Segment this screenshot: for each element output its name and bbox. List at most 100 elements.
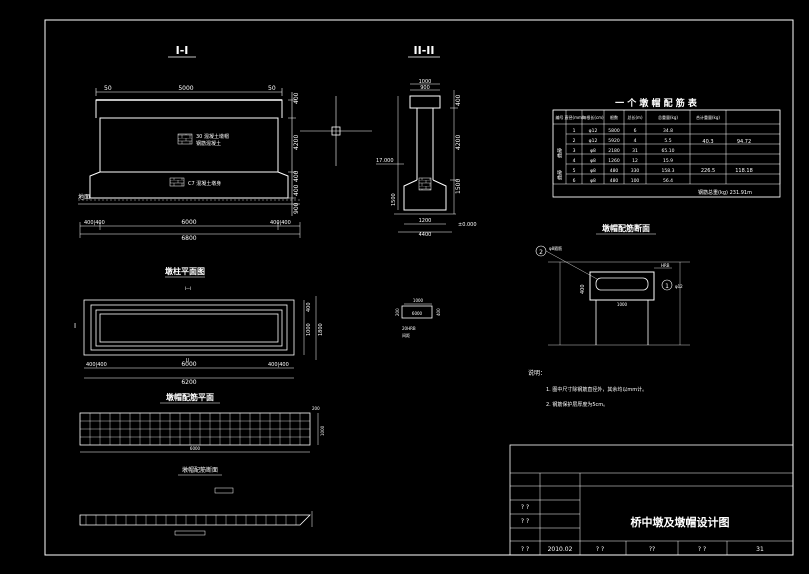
small-section-note-2: 间距 <box>402 332 410 338</box>
plan-dim-right-a: 400 <box>306 302 312 312</box>
small-section-top: 1000 <box>413 298 424 303</box>
dim-ii-bottom-a: 1200 <box>419 218 432 224</box>
plan-bottom-mark: II <box>186 358 189 364</box>
cap-rebar-section-bottom: 墩帽配筋断面 <box>79 466 313 536</box>
rebar-callout-1: 2 <box>539 249 543 256</box>
dim-ii-base-note: ±0.000 <box>458 222 477 228</box>
table-cell: 2180 <box>608 148 620 154</box>
table-cell: 6 <box>634 128 637 134</box>
rebar-callout-2-marker <box>661 279 673 291</box>
tb-r2: ? ? <box>521 518 529 525</box>
cap-note-2: 钢筋混凝土 <box>196 140 221 147</box>
rebar-table-title: 一 个 墩 帽 配 筋 表 <box>615 97 698 109</box>
small-section-left-a: 200 <box>395 308 400 316</box>
table-cell: 1 <box>573 128 576 134</box>
section-title-i-i: I-I <box>176 44 189 57</box>
table-cell: 15.9 <box>663 158 673 164</box>
table-cell: 31 <box>632 148 638 154</box>
dim-ii-left-b: 4200 <box>455 135 462 150</box>
table-cell: 5920 <box>608 138 620 144</box>
table-sub-4: 118.18 <box>735 168 753 174</box>
tb-c3: ? ? <box>698 546 706 553</box>
ground-label: 地面 <box>78 193 90 201</box>
rebar-callout-2-text: φ12 <box>675 284 683 289</box>
plan-top-note: I—I <box>185 286 191 291</box>
plan-bottom-total: 6200 <box>181 379 196 386</box>
title-block: 桥中墩及墩帽设计图 ? ? ? ? ? ? 2010.02 ? ? ?? ? ?… <box>509 444 794 556</box>
cap-rebar-section-detail: 墩帽配筋断面 2 φ8箍筋 1 φ12 HRB 400 1000 <box>535 223 690 346</box>
rebar-plan-right-mid: 1000 <box>320 425 325 436</box>
cap-rebar-plan-title: 墩帽配筋平面 <box>166 392 214 402</box>
plan-bottom-right: 400|400 <box>268 362 289 368</box>
section-i-i: I-I 50 5000 50 30 混凝土墩帽 钢筋混凝土 C7 混凝土墩身 地… <box>78 44 301 242</box>
table-footer: 钢筋总重(kg) 231.91m <box>698 189 752 196</box>
table-cell: 65.10 <box>662 148 675 154</box>
table-cell: φ8 <box>590 178 596 184</box>
table-cell: 158.3 <box>662 168 675 174</box>
plan-bottom-mid: 6000 <box>181 361 196 368</box>
dim-top-mid: 5000 <box>178 85 193 92</box>
dim-bottom-left: 400|400 <box>84 220 105 226</box>
body-note: C7 混凝土墩身 <box>188 180 221 187</box>
dim-top-left: 50 <box>104 85 112 92</box>
section-ii-ii: II-II 1000 900 17.000 1500 400 4200 1500… <box>300 44 477 238</box>
rebar-callout-1-text: φ8箍筋 <box>549 245 562 251</box>
tb-c1: ? ? <box>596 546 604 553</box>
table-cell: 5.5 <box>664 138 671 144</box>
plan-dim-right-d: 1800 <box>318 323 324 336</box>
table-group-1: 墩帽 <box>556 147 562 159</box>
table-sub-2: 94.72 <box>737 139 751 145</box>
table-header-cell: 总重量(kg) <box>658 114 678 120</box>
notes-header: 说明： <box>528 369 546 377</box>
small-section-left-b: 400 <box>436 308 441 316</box>
table-cell: φ8 <box>590 158 596 164</box>
section-title-ii-ii: II-II <box>414 44 435 57</box>
table-cell: 4 <box>634 138 637 144</box>
notes: 说明： 1. 图中尺寸除钢筋直径外，其余均以mm计。 2. 钢筋保护层厚度为5c… <box>528 369 647 408</box>
plan-left-mark: I <box>74 322 76 330</box>
drawing-border <box>44 19 794 556</box>
tb-c2: ?? <box>649 546 655 553</box>
dim-bottom-right: 400|400 <box>270 220 291 226</box>
cap-note-1: 30 混凝土墩帽 <box>196 133 229 140</box>
rebar-plan-right-top: 200 <box>312 406 320 411</box>
table-cell: 56.4 <box>663 178 673 184</box>
dim-bottom-mid: 6000 <box>181 219 196 226</box>
tb-r1: ? ? <box>521 504 529 511</box>
table-cell: 34.8 <box>663 128 673 134</box>
tb-date: 2010.02 <box>548 546 573 553</box>
table-cell: 5800 <box>608 128 620 134</box>
table-sub-3: 226.5 <box>701 168 715 174</box>
dim-right-d: 400 <box>293 184 300 196</box>
rebar-table: 一 个 墩 帽 配 筋 表 编号直径(mm)每根长(cm)根数总长(m)总重量(… <box>552 97 781 198</box>
dim-top-right: 50 <box>268 85 276 92</box>
table-cell: 4 <box>573 158 576 164</box>
table-header-cell: 每根长(cm) <box>582 114 604 120</box>
plan-dim-right-b: 1000 <box>306 323 312 336</box>
notes-line-1: 1. 图中尺寸除钢筋直径外，其余均以mm计。 <box>546 386 647 393</box>
drawing-title: 桥中墩及墩帽设计图 <box>631 515 730 529</box>
dim-bottom-total: 6800 <box>181 235 196 242</box>
table-sub-1: 40.3 <box>702 139 713 145</box>
dim-ii-left-c: 1500 <box>391 193 397 206</box>
rebar-top-right: HRB <box>661 263 670 268</box>
table-header-cell: 编号 <box>556 114 564 120</box>
table-cell: 6 <box>573 178 576 184</box>
cap-rebar-plan: 墩帽配筋平面 6000 200 1000 <box>79 392 325 453</box>
small-section-inner: 6000 <box>412 311 423 316</box>
cap-rebar-section-b-title: 墩帽配筋断面 <box>182 466 218 474</box>
table-cell: φ8 <box>590 148 596 154</box>
table-cell: 2 <box>573 138 576 144</box>
dim-ii-bottom-b: 4400 <box>419 232 432 238</box>
table-cell: 330 <box>631 168 640 174</box>
plan-bottom-left: 400|400 <box>86 362 107 368</box>
table-cell: 100 <box>631 178 640 184</box>
table-header-cell: 直径(mm) <box>565 114 584 120</box>
table-header-cell: 合计重量(kg) <box>696 114 720 120</box>
dim-ii-elev: 17.000 <box>376 158 394 164</box>
cap-rebar-section-a-title: 墩帽配筋断面 <box>602 223 650 233</box>
dim-right-c: 400 <box>293 170 300 182</box>
small-section: 1000 6000 200 400 20HRB 间距 <box>395 298 441 338</box>
dim-ii-left-a: 400 <box>455 94 462 106</box>
